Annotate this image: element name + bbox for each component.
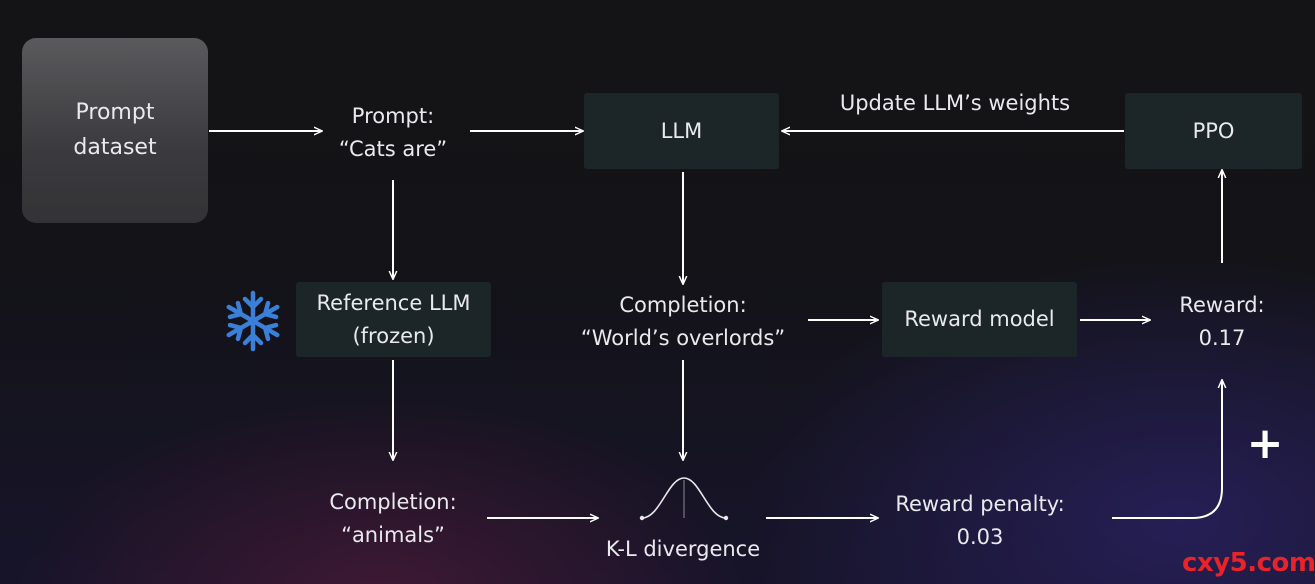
- ppo-box: PPO: [1125, 93, 1302, 169]
- prompt-label-line1: Prompt:: [351, 104, 435, 129]
- completion-main-label: Completion: “World’s overlords”: [562, 285, 804, 359]
- completion-ref-label: Completion: “animals”: [310, 482, 476, 556]
- reward-line1: Reward:: [1179, 293, 1265, 318]
- reward-penalty-line2: 0.03: [956, 525, 1004, 549]
- ppo-label: PPO: [1192, 118, 1235, 143]
- completion-ref-line2: “animals”: [341, 523, 445, 547]
- reward-penalty-line1: Reward penalty:: [895, 492, 1065, 517]
- watermark: cxy5.com: [1182, 548, 1315, 578]
- prompt-dataset-line2: dataset: [73, 134, 157, 160]
- reward-penalty-label: Reward penalty: 0.03: [880, 484, 1080, 558]
- update-weights-text: Update LLM’s weights: [839, 90, 1071, 115]
- reward-label: Reward: 0.17: [1162, 285, 1282, 359]
- prompt-label: Prompt: “Cats are”: [318, 96, 468, 170]
- snowflake-icon: [222, 290, 284, 352]
- llm-box: LLM: [584, 93, 779, 169]
- kl-divergence-label: K-L divergence: [590, 532, 776, 566]
- completion-ref-line1: Completion:: [329, 490, 457, 515]
- bell-curve-icon: [639, 477, 729, 521]
- llm-label: LLM: [660, 118, 703, 143]
- reference-llm-line2: (frozen): [352, 323, 435, 348]
- completion-main-line2: “World’s overlords”: [580, 326, 786, 350]
- update-weights-label: Update LLM’s weights: [810, 86, 1100, 120]
- plus-sign: +: [1246, 418, 1284, 469]
- reference-llm-line1: Reference LLM: [316, 290, 471, 315]
- reward-model-label: Reward model: [904, 307, 1055, 332]
- reward-model-box: Reward model: [882, 282, 1077, 357]
- reward-line2: 0.17: [1198, 326, 1246, 350]
- kl-divergence-text: K-L divergence: [605, 536, 761, 561]
- arrow-penalty-to-reward: [1112, 380, 1222, 519]
- prompt-dataset-box: Prompt dataset: [22, 38, 208, 223]
- reference-llm-box: Reference LLM (frozen): [296, 282, 491, 357]
- prompt-label-line2: “Cats are”: [338, 137, 448, 161]
- prompt-dataset-line1: Prompt: [75, 100, 155, 126]
- completion-main-line1: Completion:: [619, 293, 747, 318]
